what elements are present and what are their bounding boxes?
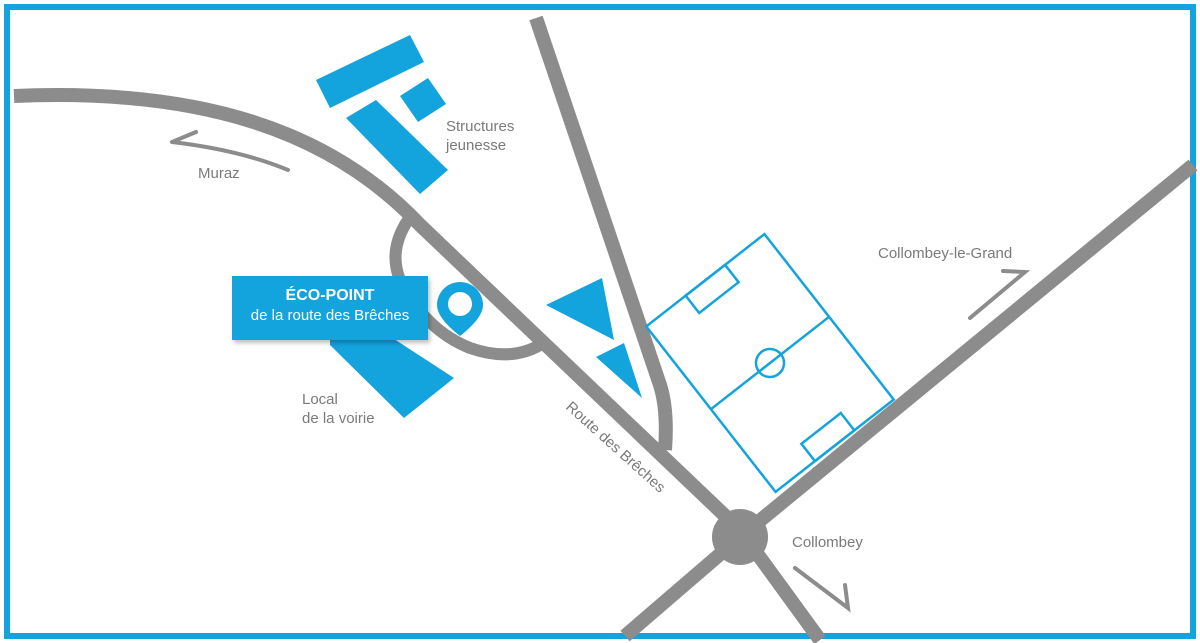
- building-triangle-2: [596, 343, 642, 398]
- road-collombey-le-grand: [735, 159, 1198, 543]
- road-north: [529, 15, 673, 451]
- arrow-icon-muraz: [170, 130, 290, 172]
- roundabout-icon: [712, 509, 768, 565]
- football-field-icon: [644, 232, 896, 494]
- building-structures-jeunesse-3: [346, 100, 448, 194]
- building-triangle-1: [546, 278, 614, 340]
- building-local-voirie: [330, 335, 454, 418]
- eco-point-callout[interactable]: ÉCO-POINT de la route des Brêches: [232, 276, 428, 340]
- label-muraz: Muraz: [198, 165, 240, 182]
- label-structures-line2: jeunesse: [445, 137, 506, 154]
- building-structures-jeunesse-2: [400, 78, 446, 122]
- building-structures-jeunesse-1: [316, 35, 424, 108]
- eco-point-title: ÉCO-POINT: [285, 287, 375, 304]
- map-border: [4, 4, 1196, 639]
- label-local-line2: de la voirie: [302, 410, 375, 427]
- arrow-icon-collombey-le-grand: [968, 269, 1031, 320]
- label-collombey-le-grand: Collombey-le-Grand: [878, 245, 1012, 262]
- map-pin-icon[interactable]: [437, 282, 483, 336]
- road-eco-point-loop: [389, 216, 543, 361]
- eco-point-subtitle: de la route des Brêches: [250, 307, 410, 324]
- label-local-line1: Local: [302, 391, 338, 408]
- label-structures-line1: Structures: [446, 118, 514, 135]
- road-route-des-breches: [13, 88, 826, 643]
- arrow-icon-collombey: [793, 566, 851, 613]
- label-collombey: Collombey: [792, 534, 863, 551]
